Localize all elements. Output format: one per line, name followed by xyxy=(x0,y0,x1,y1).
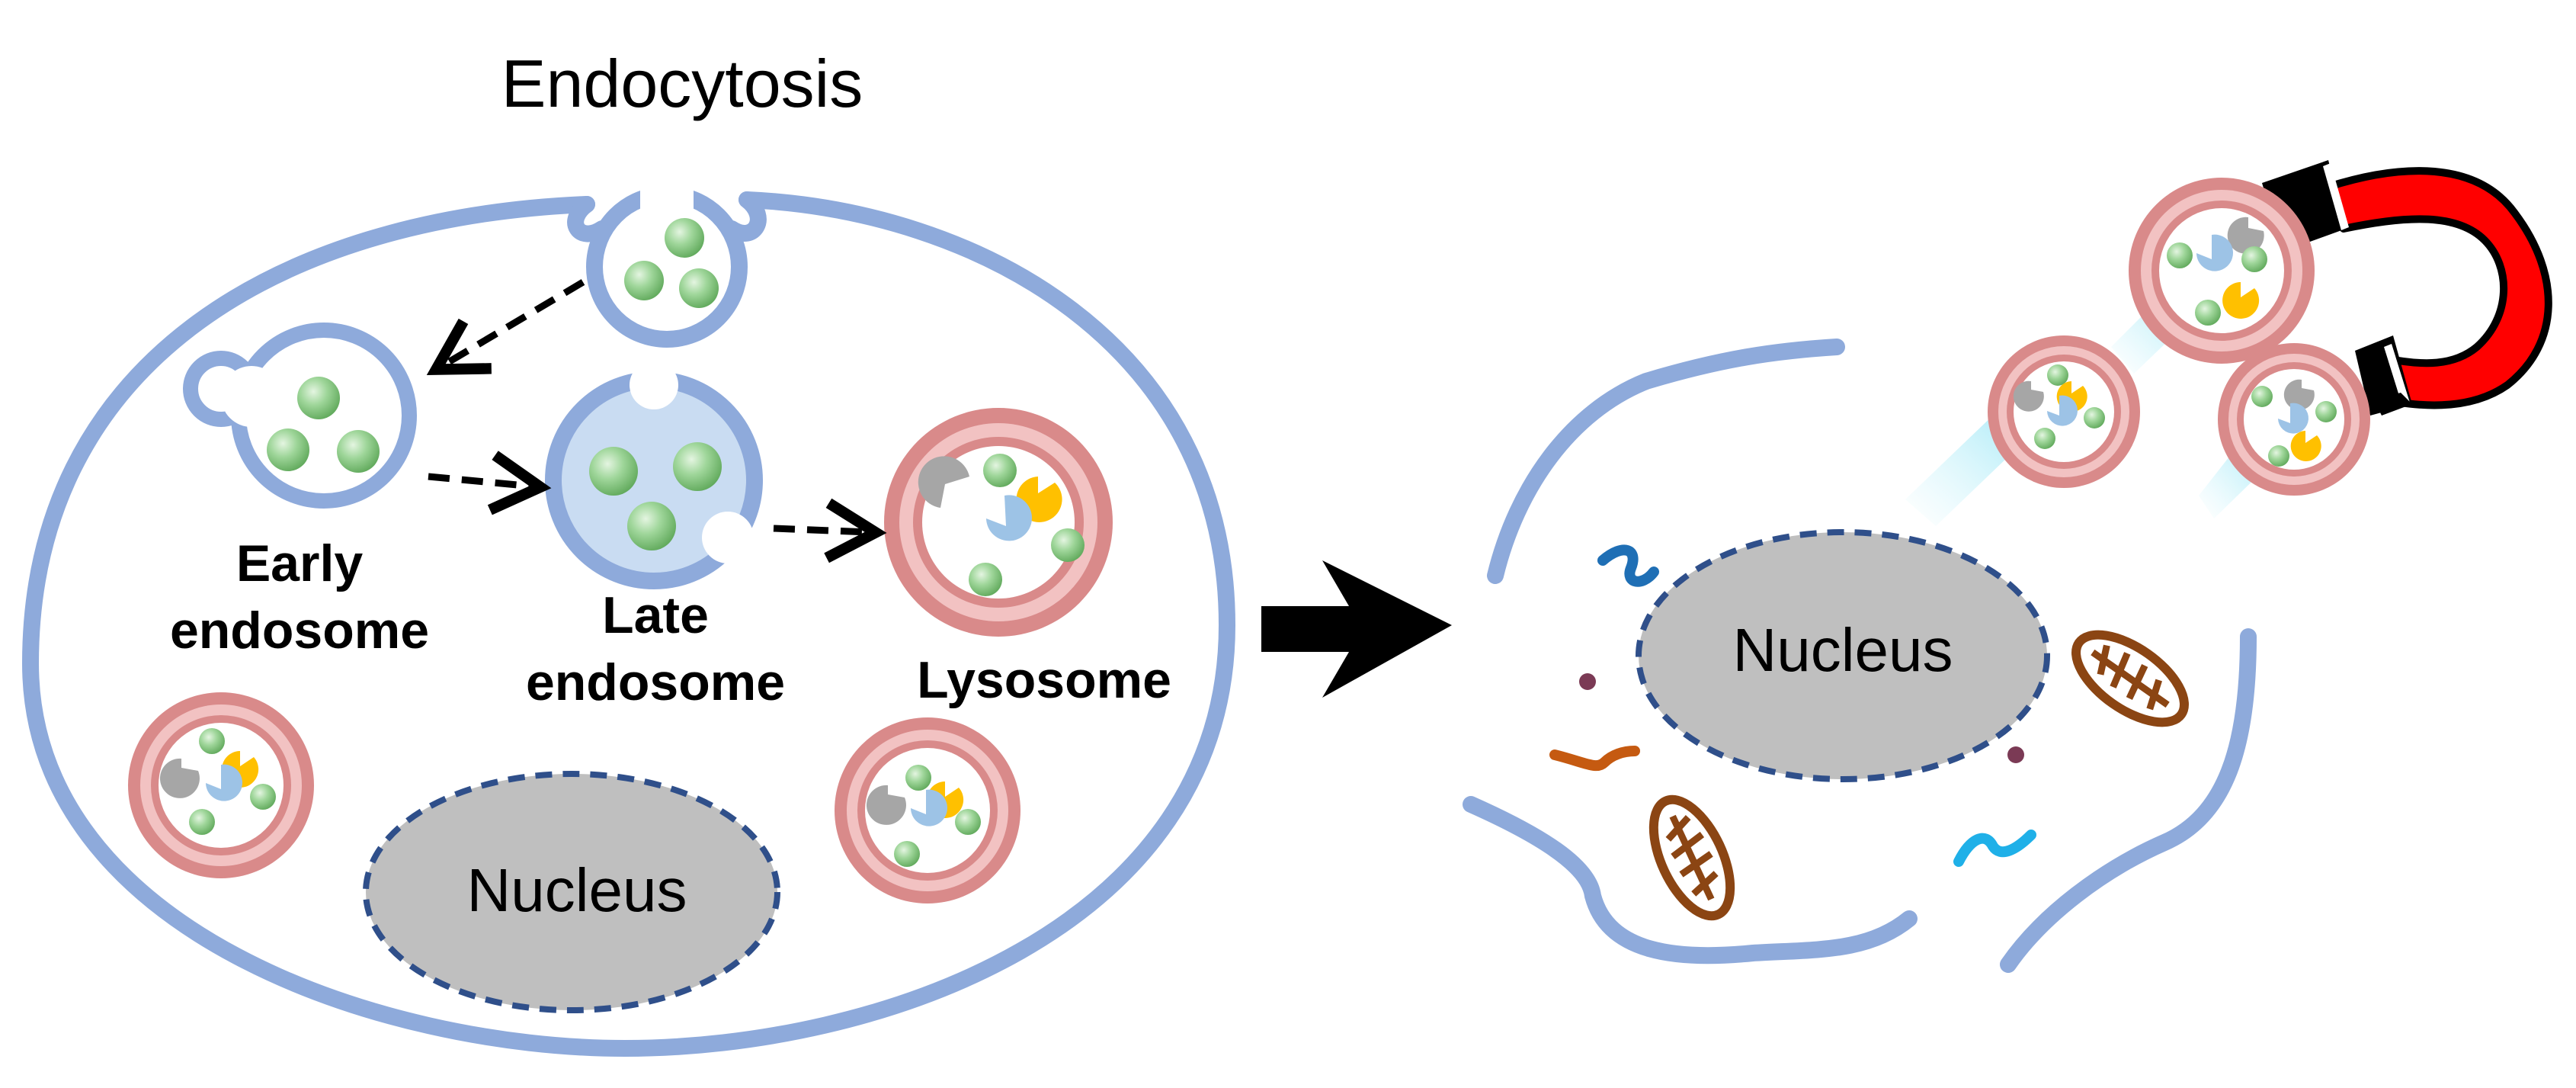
particle xyxy=(983,454,1017,487)
debris-cyan xyxy=(1953,830,2036,867)
particle xyxy=(1051,528,1085,562)
magnetic-lysosome xyxy=(1988,335,2140,488)
left-cell xyxy=(21,183,1236,1058)
particle xyxy=(624,261,664,300)
label-nucleus-right: Nucleus xyxy=(1732,616,1953,684)
debris-orange xyxy=(1549,746,1640,772)
particle xyxy=(199,728,225,754)
particle xyxy=(2195,300,2221,326)
particle xyxy=(2167,242,2193,268)
particle xyxy=(2034,428,2055,449)
membrane-fragment xyxy=(1463,796,1918,964)
label-early-endosome-line2: endosome xyxy=(170,602,429,660)
mitochondria-icon xyxy=(2071,630,2189,727)
arrow-right-icon xyxy=(1261,560,1452,698)
label-late-endosome-line2: endosome xyxy=(526,653,785,711)
particle xyxy=(894,841,920,867)
nucleus-right xyxy=(1636,529,2050,782)
label-late-endosome-line1: Late xyxy=(602,586,709,644)
membrane-fragment xyxy=(1487,339,1845,584)
magnet-icon xyxy=(2262,160,2552,416)
label-early-endosome-line1: Early xyxy=(236,534,364,592)
particle xyxy=(627,502,676,550)
debris-blue xyxy=(1597,544,1659,587)
ruptured-cell: Nucleus xyxy=(1463,339,2257,973)
particle xyxy=(2315,401,2337,422)
particle xyxy=(2268,445,2289,467)
particle xyxy=(2047,364,2068,386)
membrane-fragment xyxy=(2000,628,2257,973)
particle xyxy=(297,377,340,419)
nucleus-left xyxy=(363,771,780,1013)
magnetic-separation xyxy=(1905,160,2552,526)
dashed-arrow-to-late-endosome xyxy=(428,451,552,515)
late-endosome xyxy=(545,361,763,589)
particle xyxy=(969,563,1002,596)
dashed-arrow-to-lysosome xyxy=(773,498,887,563)
cell-membrane xyxy=(21,191,1236,1058)
particle xyxy=(955,809,981,835)
magnetic-lysosome xyxy=(2218,343,2370,496)
particle xyxy=(267,428,309,471)
particle xyxy=(250,784,276,810)
label-lysosome: Lysosome xyxy=(917,651,1171,709)
debris-dot xyxy=(2007,746,2024,763)
mitochondria-icon xyxy=(1648,794,1735,921)
debris-dot xyxy=(1579,673,1596,690)
particle xyxy=(673,442,722,491)
particle xyxy=(905,765,931,791)
lysosome-small xyxy=(835,717,1020,903)
early-endosome xyxy=(183,323,417,509)
particle xyxy=(665,218,704,258)
magnetic-lysosome xyxy=(2129,178,2315,364)
particle xyxy=(337,430,380,473)
particle xyxy=(2251,386,2273,407)
lysosome-small xyxy=(128,692,314,878)
dashed-arrow-to-early-endosome xyxy=(426,279,585,376)
label-nucleus-left: Nucleus xyxy=(466,856,687,924)
particle xyxy=(189,809,215,835)
label-endocytosis: Endocytosis xyxy=(501,46,863,121)
particle xyxy=(2241,246,2267,272)
particle xyxy=(2084,407,2105,428)
particle xyxy=(589,447,638,496)
lysosome xyxy=(884,408,1113,637)
particle xyxy=(679,268,719,308)
